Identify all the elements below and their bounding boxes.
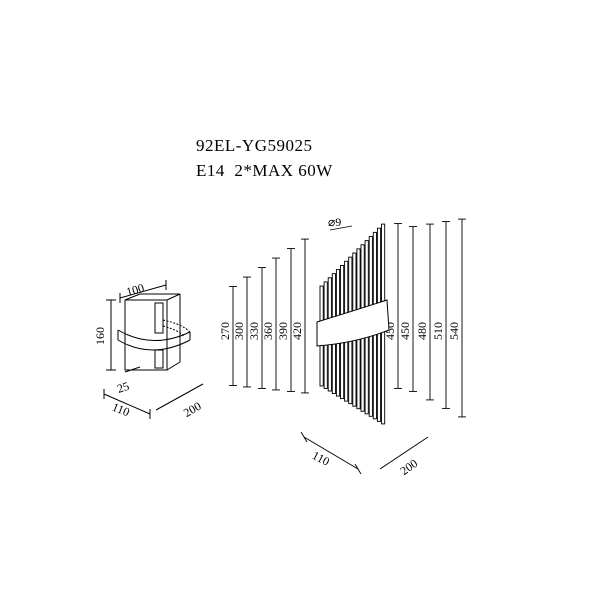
depth-dim-front	[103, 393, 151, 415]
electrical-spec: E14 2*MAX 60W	[196, 161, 333, 180]
side-depth-front-label: 110	[110, 400, 132, 420]
rod-top	[154, 302, 164, 334]
left-height-label: 270	[218, 322, 232, 340]
rod-diameter-label: ⌀9	[328, 215, 341, 229]
left-height-label: 390	[276, 322, 290, 340]
curved-band	[117, 329, 191, 341]
front-bottom-right-label: 200	[398, 456, 421, 478]
front-band	[316, 299, 390, 347]
side-base-label: 25	[115, 379, 131, 396]
front-bottom-dim-right	[379, 436, 429, 470]
side-height-label: 160	[93, 327, 107, 345]
right-height-label: 510	[431, 322, 445, 340]
left-height-label: 420	[290, 322, 304, 340]
width-dim-line	[119, 284, 167, 299]
rod-bottom	[154, 349, 164, 369]
right-height-label: 450	[398, 322, 412, 340]
front-bottom-dim-left	[303, 436, 359, 470]
depth-dim-side	[155, 383, 204, 411]
side-view	[103, 280, 204, 419]
right-height-label: 480	[415, 322, 429, 340]
left-height-label: 300	[232, 322, 246, 340]
left-height-label: 330	[247, 322, 261, 340]
left-height-label: 360	[261, 322, 275, 340]
right-height-label: 540	[447, 322, 461, 340]
side-depth-side-label: 200	[181, 399, 204, 420]
side-width-label: 100	[125, 281, 146, 299]
model-title: 92EL-YG59025	[196, 136, 313, 155]
front-view-dimensions	[229, 218, 466, 418]
back-plate	[124, 299, 168, 371]
